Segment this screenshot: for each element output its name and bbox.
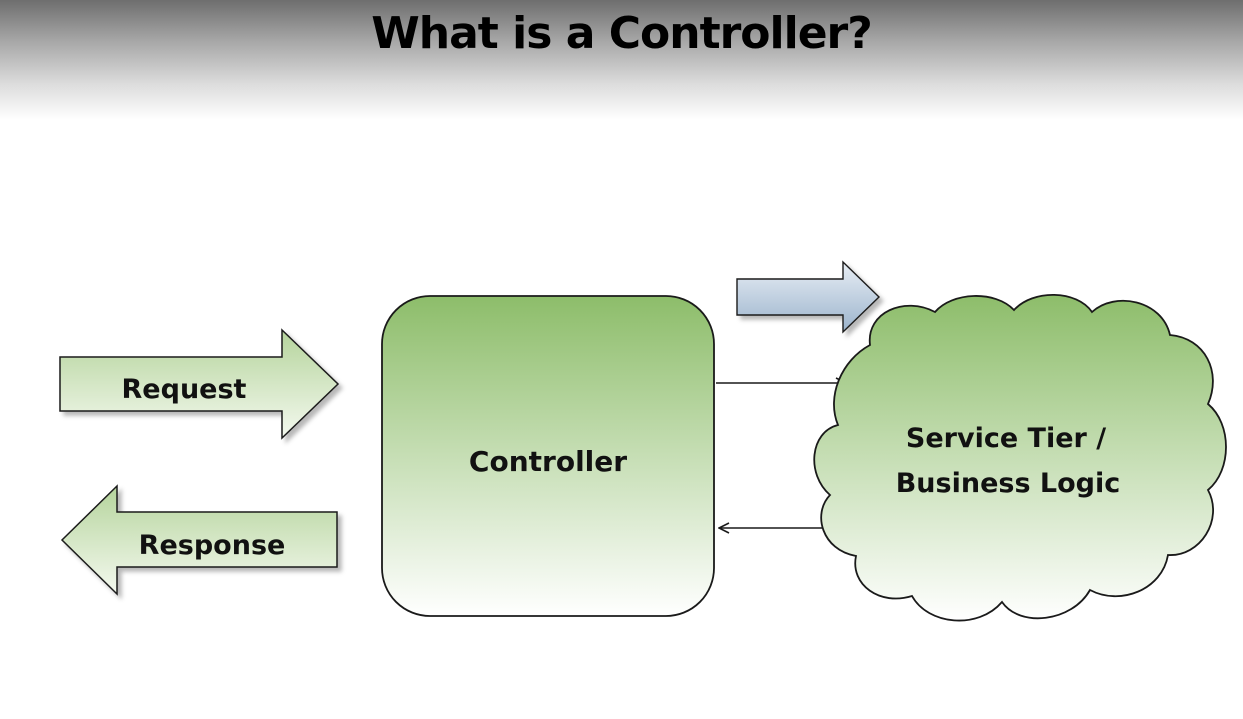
controller-box: Controller — [381, 295, 715, 617]
service-label-line2: Business Logic — [896, 468, 1121, 499]
controller-label: Controller — [469, 445, 627, 478]
service-cloud: Service Tier / Business Logic — [813, 293, 1227, 622]
response-arrow: Response — [60, 484, 338, 596]
response-label: Response — [139, 530, 286, 561]
request-arrow: Request — [59, 328, 340, 440]
title-band — [0, 0, 1243, 120]
request-label: Request — [122, 374, 247, 405]
service-label-line1: Service Tier / — [906, 423, 1106, 454]
slide-title: What is a Controller? — [371, 8, 873, 59]
flow-arrow-icon — [736, 260, 881, 334]
